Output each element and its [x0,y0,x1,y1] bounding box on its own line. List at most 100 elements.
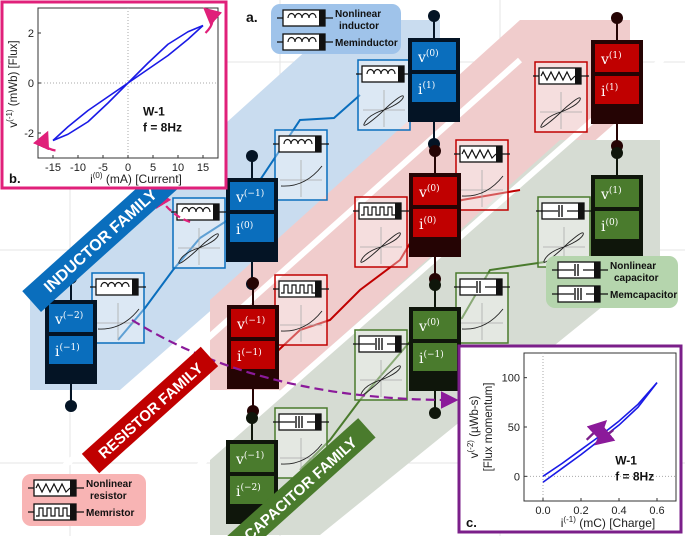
legend-line: capacitor [614,273,659,284]
capacitor-block-2: v(0) i(−1) [409,279,461,419]
annotation-sample: W-1 [143,105,165,119]
direction-arrow-icon [203,7,223,34]
voltage-label: v(−2) [54,310,83,328]
terminal-icon [428,10,440,22]
x-tick-label: 0.0 [535,505,550,517]
direction-arrow-icon [32,130,56,152]
current-label: i(−1) [55,342,80,360]
element-symbol-icon [454,145,510,163]
x-tick-label: 0.4 [611,505,626,517]
y-tick-label: 50 [508,422,520,434]
resistor-mem-card [353,196,409,268]
x-tick-label: 5 [150,162,156,174]
terminal-icon [611,12,623,24]
nonlinear-curve-icon [280,305,323,342]
inductor-block-2: v(−1) i(0) [226,150,278,290]
element-symbol-icon [273,413,329,431]
chart-frame [0,0,228,190]
legend-line: resistor [90,491,127,502]
legend-line: Nonlinear [86,479,132,490]
nonlinear-symbol-icon [277,9,333,27]
resistor-mem-card [273,274,329,346]
nonlinear-curve-icon [280,160,323,197]
pinched-loop-icon [360,227,402,264]
current-label: i(0) [419,215,436,233]
direction-arrow-icon [594,425,616,446]
nonlinear-curve-icon [461,303,504,340]
terminal-icon [246,150,258,162]
annotation-frequency: f = 8Hz [615,469,654,483]
element-symbol-icon [353,202,409,220]
voltage-label: v(−1) [236,315,265,333]
annotation-sample: W-1 [615,453,637,467]
terminal-icon [429,145,441,157]
current-label: i(−1) [237,347,262,365]
capacitor-nonlinear-card [454,272,510,344]
inductor-block-3: v(0)i(1) [408,10,460,150]
panel-a-label: a. [246,9,258,25]
pinched-loop-icon [363,90,405,127]
mem-symbol-icon [28,503,84,521]
nonlinear-symbol-icon [28,479,84,497]
current-label: i(0) [236,220,253,238]
y-axis-label-line2: [Flux momentum] [483,383,495,472]
element-symbol-icon [353,335,409,353]
inductor-nonlinear-card [273,129,329,201]
annotation-frequency: f = 8Hz [143,121,182,135]
current-label: i(1) [601,82,618,100]
legend-line: Memristor [86,508,134,519]
current-label: i(−2) [236,482,261,500]
x-tick-label: 10 [172,162,184,174]
legend-line: Memcapacitor [610,290,677,301]
element-symbol-icon [90,278,146,296]
terminal-icon [611,147,623,159]
y-tick-label: 0 [28,78,34,90]
terminal-icon [429,279,441,291]
element-symbol-icon [533,67,589,85]
element-symbol-icon [273,280,329,298]
legend-line: inductor [339,21,379,32]
legend-line: Nonlinear [335,9,381,20]
pinched-loop-icon [178,228,220,265]
current-label: i(−1) [419,349,444,367]
capacitor-mem-card [353,329,409,401]
mem-symbol-icon [552,285,608,303]
legend-line: Nonlinear [610,261,656,272]
x-tick-label: 0.6 [649,505,664,517]
resistor-nonlinear-card [533,61,589,133]
terminal-icon [247,277,259,289]
series-line-2 [52,24,204,142]
panel-label: b. [9,171,21,186]
x-tick-label: -15 [45,162,61,174]
voltage-label: v(−1) [235,188,264,206]
inductor-mem-card [171,197,227,269]
x-tick-label: 0 [125,162,131,174]
y-axis-label: v(-1) (mWb) [Flux] [5,40,20,127]
element-symbol-icon [536,202,592,220]
x-tick-label: -10 [70,162,86,174]
nonlinear-curve-icon [461,170,504,207]
mem-symbol-icon [277,33,333,51]
nonlinear-symbol-icon [552,261,608,279]
x-tick-label: -5 [98,162,108,174]
y-tick-label: -2 [24,128,34,140]
voltage-label: v(−1) [235,450,264,468]
resistor-nonlinear-card [454,139,510,211]
terminal-icon [429,407,441,419]
pinched-loop-icon [540,92,582,129]
y-axis-label: v(-2) (µWb-s) [466,396,481,459]
y-tick-label: 100 [502,373,520,385]
voltage-label: v(0) [418,183,440,201]
element-symbol-icon [171,203,227,221]
capacitor-block-3: v(1)i(0) [591,147,643,287]
voltage-label: v(1) [600,185,622,203]
voltage-label: v(0) [418,317,440,335]
x-axis-label: i(0) (mA) [Current] [90,171,182,186]
resistor-block-1: v(−1) i(−1) [227,277,279,417]
band-separator [58,57,522,473]
nonlinear-curve-icon [97,303,140,340]
inductor-mem-card [356,59,412,131]
